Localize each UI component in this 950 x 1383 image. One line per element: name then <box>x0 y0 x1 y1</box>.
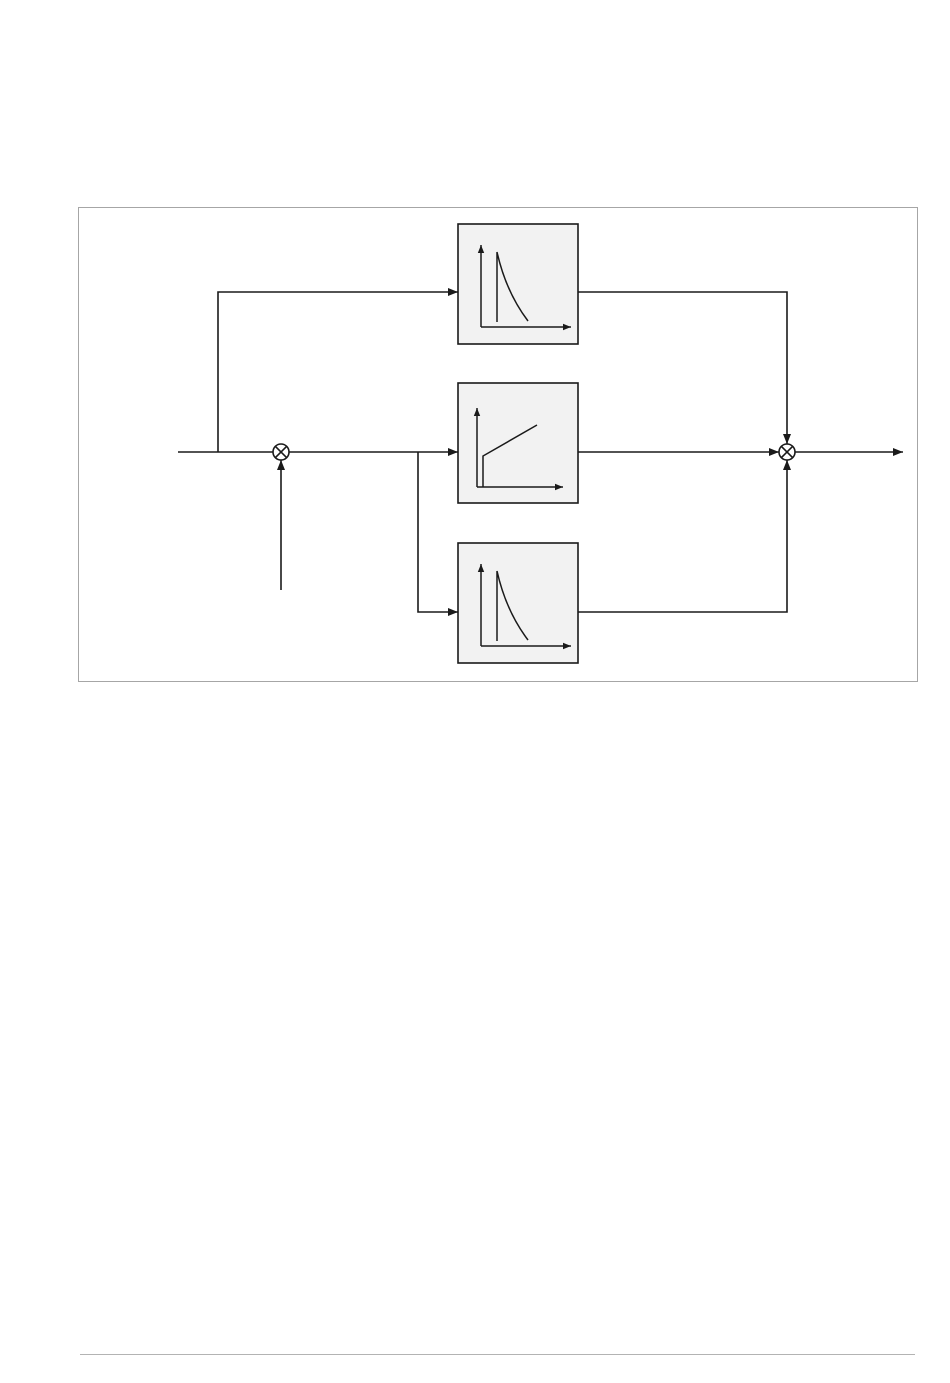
bottom-block <box>458 543 578 663</box>
bottom-block-output-line <box>578 460 787 612</box>
footer-divider <box>80 1354 915 1355</box>
top-block <box>458 224 578 344</box>
branch-to-top-block <box>218 292 458 452</box>
top-block-output-line <box>578 292 787 444</box>
input-summing-junction <box>273 444 289 460</box>
branch-to-bottom-block <box>418 452 458 612</box>
output-summing-junction <box>779 444 795 460</box>
middle-block <box>458 383 578 503</box>
